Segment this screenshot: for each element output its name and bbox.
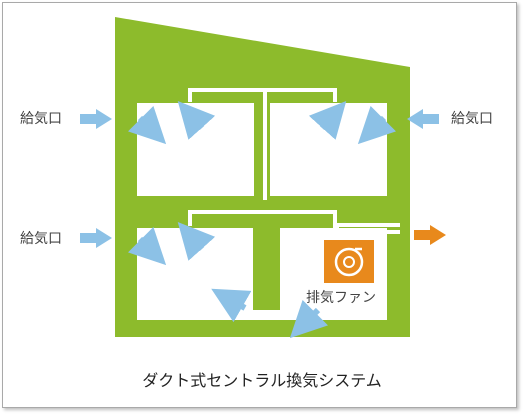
supply-arrow-bottom-left [80,228,112,248]
supply-arrow-top-right [407,109,439,129]
fan-icon [334,247,364,277]
exhaust-fan-label: 排気ファン [306,290,376,306]
duct-network [188,88,400,242]
supply-arrow-top-left [80,109,112,129]
supply-label-top-right: 給気口 [451,111,493,127]
exhaust-fan [324,240,374,283]
diagram-caption: ダクト式セントラル換気システム [142,371,382,390]
supply-label-top-left: 給気口 [20,111,62,127]
exhaust-arrow [414,225,446,245]
supply-label-bottom-left: 給気口 [20,231,62,247]
airflow-arrows [127,101,397,339]
